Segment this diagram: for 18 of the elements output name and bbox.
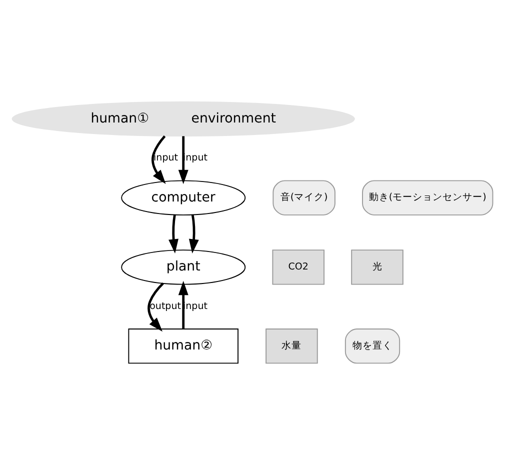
node-ellipse: computer bbox=[121, 180, 246, 216]
arrow bbox=[152, 135, 166, 184]
node-box: CO2 bbox=[272, 250, 324, 285]
arrow bbox=[148, 282, 164, 332]
arrow bbox=[188, 214, 199, 254]
arrow bbox=[168, 214, 178, 254]
node-box: 光 bbox=[351, 250, 404, 285]
node-ellipse: plant bbox=[121, 250, 246, 285]
arrow bbox=[178, 136, 188, 184]
node-box: 物を置く bbox=[344, 328, 400, 364]
node-box: 音(マイク) bbox=[272, 180, 336, 216]
edge-label: output bbox=[150, 301, 181, 312]
edge-label: input bbox=[154, 152, 178, 164]
node-box: human② bbox=[128, 328, 238, 364]
node-box: 水量 bbox=[266, 328, 318, 364]
node-box: 動き(モーションセンサー) bbox=[362, 180, 494, 216]
arrow bbox=[178, 280, 188, 329]
node-ellipse: human① environment bbox=[12, 101, 355, 136]
